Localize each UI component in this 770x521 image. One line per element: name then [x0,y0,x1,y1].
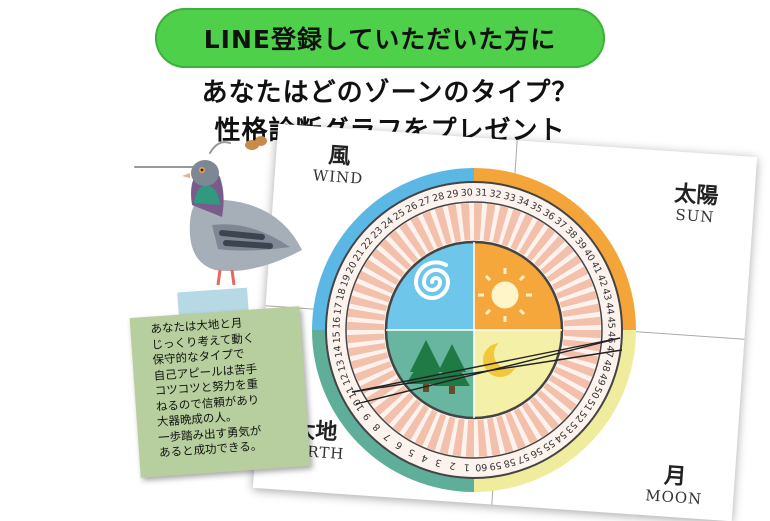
headline-line1: あなたはどのゾーンのタイプ？ [201,78,579,108]
zone-wind-kanji: 風 [327,142,352,170]
diagnosis-card: 風 WIND 太陽 SUN 大地 EARTH 月 MOON [252,123,758,521]
zone-label-moon: 月 MOON [644,462,705,509]
zone-wind-en: WIND [312,166,364,188]
zone-label-wind: 風 WIND [312,142,365,187]
pigeon-illustration [134,136,302,286]
zone-moon-en: MOON [644,486,703,509]
line-banner: LINE登録していただいた方に [155,8,605,68]
banner-text: LINE登録していただいた方に [203,25,557,54]
zone-sun-kanji: 太陽 [673,180,720,210]
zone-label-sun: 太陽 SUN [672,180,720,227]
sticky-note-text: あなたは大地と月 じっくり考えて動く 保守的なタイプで 自己アピールは苦手 コツ… [150,312,309,462]
zone-sun-en: SUN [674,205,716,227]
